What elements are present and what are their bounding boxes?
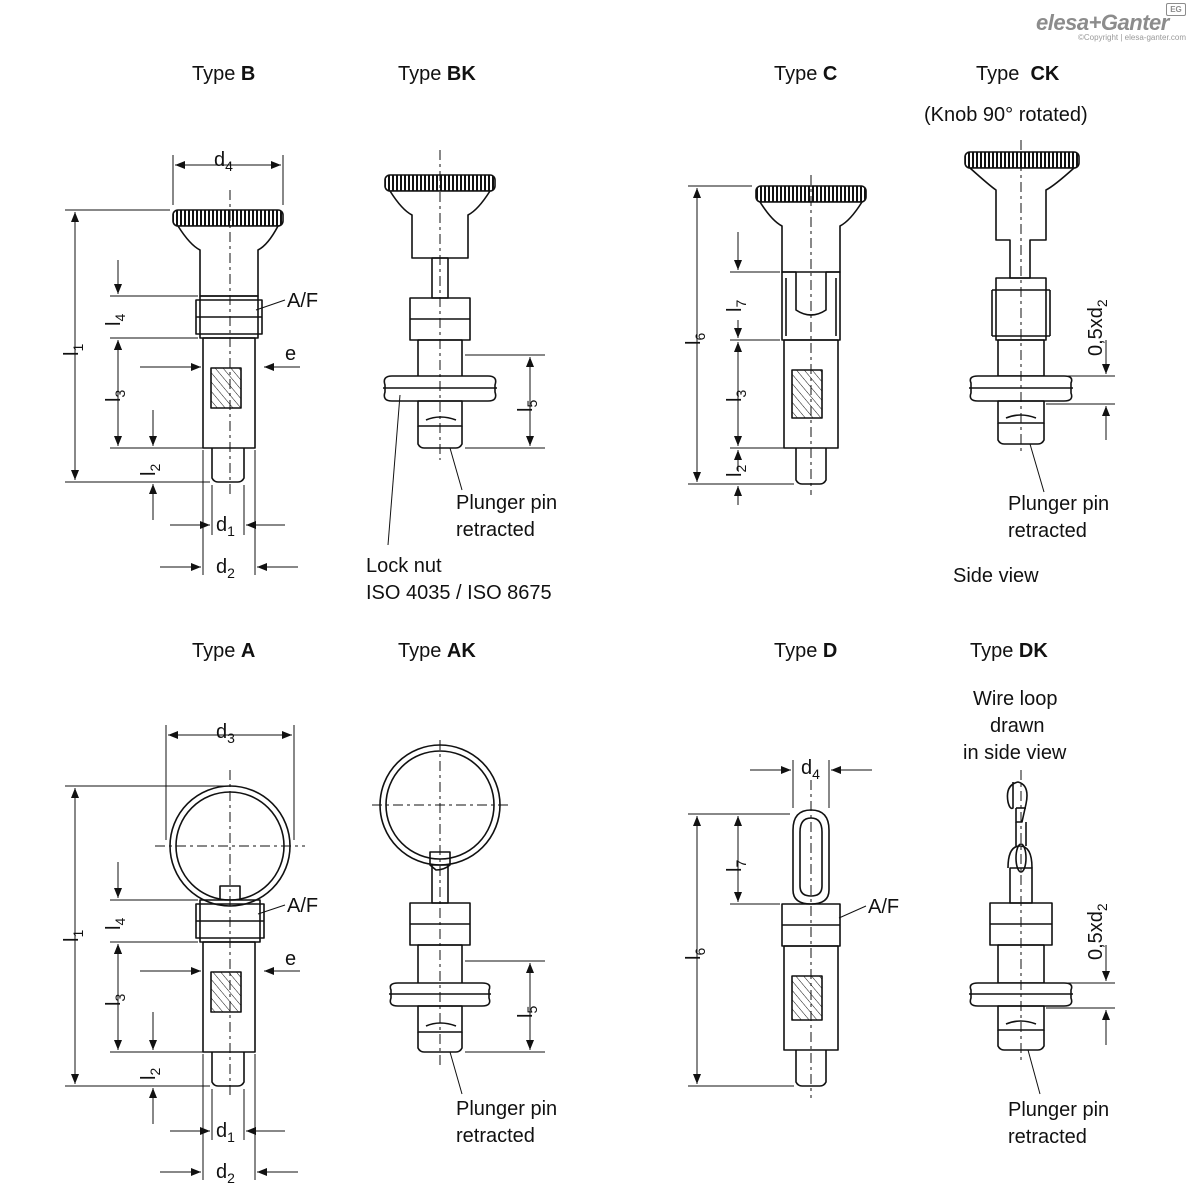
dim-d2-a: d2 [216,1161,235,1186]
title-type-bk: Type BK [398,63,476,85]
dim-d3-a: d3 [216,721,235,746]
note-plunger-bk-2: retracted [456,519,535,541]
dims-type-ck [1020,140,1115,493]
brand-copyright: ©Copyright | elesa-ganter.com [1078,33,1187,42]
title-type-ck: Type CK [976,63,1060,85]
title-type-b: Type B [192,63,256,85]
dims-type-a [65,725,305,1180]
note-locknut-2: ISO 4035 / ISO 8675 [366,582,552,604]
dim-l3-a: l3 [103,993,128,1006]
dim-l2-c: l2 [724,464,749,477]
note-plunger-ck-1: Plunger pin [1008,493,1110,515]
note-knob-rotated: (Knob 90° rotated) [924,104,1088,126]
dims-type-b [65,155,300,575]
part-type-a [169,785,291,1087]
dim-d4-b: d4 [214,149,233,174]
dim-l2-b: l2 [138,463,163,476]
note-wire-loop-1: Wire loop [973,688,1058,710]
title-type-a: Type A [192,640,256,662]
note-wire-loop-3: in side view [963,742,1067,764]
note-plunger-ak-1: Plunger pin [456,1098,558,1120]
dim-l4-b: l4 [103,313,128,326]
part-type-b [172,209,284,483]
dim-l4-a: l4 [103,917,128,930]
dim-l3-c: l3 [724,389,749,402]
dim-l7-c: l7 [724,299,749,312]
dim-half-d2-dk: 0,5xd2 [1085,903,1110,960]
note-plunger-ck-2: retracted [1008,520,1087,542]
label-e-b: e [285,343,297,365]
dim-l5-ak: l5 [515,1005,540,1018]
brand-logo: elesa+Ganter [1036,10,1169,35]
title-type-ak: Type AK [398,640,476,662]
dim-l5-bk: l5 [515,399,540,412]
note-plunger-ak-2: retracted [456,1125,535,1147]
note-plunger-dk-2: retracted [1008,1126,1087,1148]
label-af-a: A/F [287,895,319,917]
dim-l2-a: l2 [138,1067,163,1080]
part-type-c [755,185,867,485]
dims-type-dk [1020,770,1115,1095]
label-af-d: A/F [868,896,900,918]
dim-l6-d: l6 [683,947,708,960]
note-locknut-1: Lock nut [366,555,442,577]
title-type-c: Type C [774,63,838,85]
brand-badge: EG [1166,3,1186,16]
dim-d1-b: d1 [216,514,235,539]
dim-l1-a: l1 [61,929,86,942]
title-type-d: Type D [774,640,838,662]
dims-type-c [688,175,812,505]
note-plunger-dk-1: Plunger pin [1008,1099,1110,1121]
label-e-a: e [285,948,297,970]
part-type-d [781,809,841,1087]
note-plunger-bk-1: Plunger pin [456,492,558,514]
dim-d4-d: d4 [801,757,820,782]
dim-l6-c: l6 [683,332,708,345]
label-af-b: A/F [287,290,319,312]
dims-type-ak [372,740,545,1095]
dim-l3-b: l3 [103,389,128,402]
dim-d2-b: d2 [216,556,235,581]
part-type-ck [964,151,1080,445]
dim-d1-a: d1 [216,1120,235,1145]
dim-half-d2-ck: 0,5xd2 [1085,299,1110,356]
note-wire-loop-2: drawn [990,715,1045,737]
title-type-dk: Type DK [970,640,1048,662]
dim-l7-d: l7 [724,859,749,872]
dims-type-bk [387,150,545,546]
dim-l1-b: l1 [61,343,86,356]
dims-type-d [688,760,872,1098]
note-side-view: Side view [953,565,1039,587]
